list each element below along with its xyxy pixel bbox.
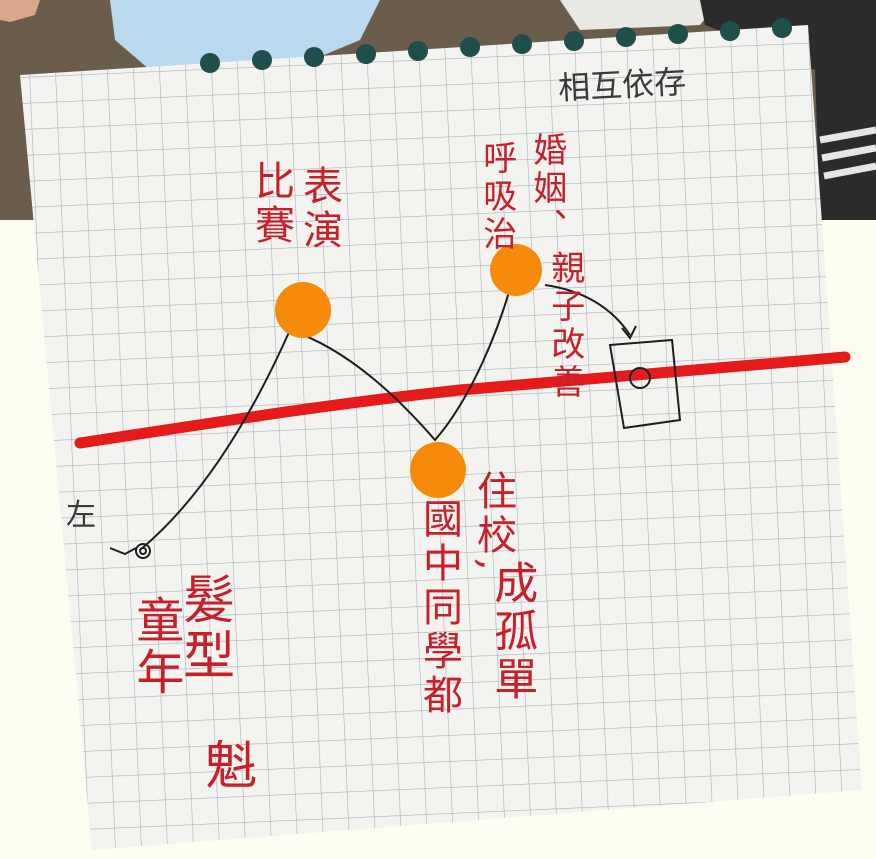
- grid-lines: [20, 25, 862, 850]
- orange-dot-peak-2: [490, 244, 542, 296]
- box-end-icon: [608, 338, 682, 430]
- finger: [0, 0, 40, 22]
- hairstyle-text: 髮型: [173, 572, 234, 684]
- middle-school-text: 國中同學都: [416, 498, 462, 718]
- bag-stripes: [819, 126, 876, 180]
- campus-text: 住校,: [470, 470, 516, 575]
- breathing-text: 呼吸治: [476, 140, 517, 254]
- background-paper-scrap: [560, 0, 720, 30]
- arrow-icon: [544, 284, 637, 340]
- red-baseline: [74, 351, 851, 449]
- hairstyle-extra-text: 魁: [195, 738, 256, 794]
- life-curve: [139, 269, 516, 551]
- left-marker-text: 左: [66, 498, 96, 533]
- spiral-holes: [200, 18, 792, 73]
- title-text: 相互依存: [557, 62, 688, 108]
- childhood-text: 童年: [127, 595, 184, 699]
- spiral-start-icon: [109, 543, 151, 559]
- orange-dot-valley: [410, 442, 466, 498]
- performance-text: 表演: [296, 165, 342, 253]
- competition-text: 比賽: [248, 160, 294, 248]
- parent-child-text: 親子改善: [544, 250, 585, 402]
- background-bag: [700, 0, 876, 220]
- marriage-text: 婚姻、: [526, 132, 567, 246]
- isolation-text: 成孤單: [486, 560, 538, 704]
- orange-dot-peak-1: [275, 282, 331, 338]
